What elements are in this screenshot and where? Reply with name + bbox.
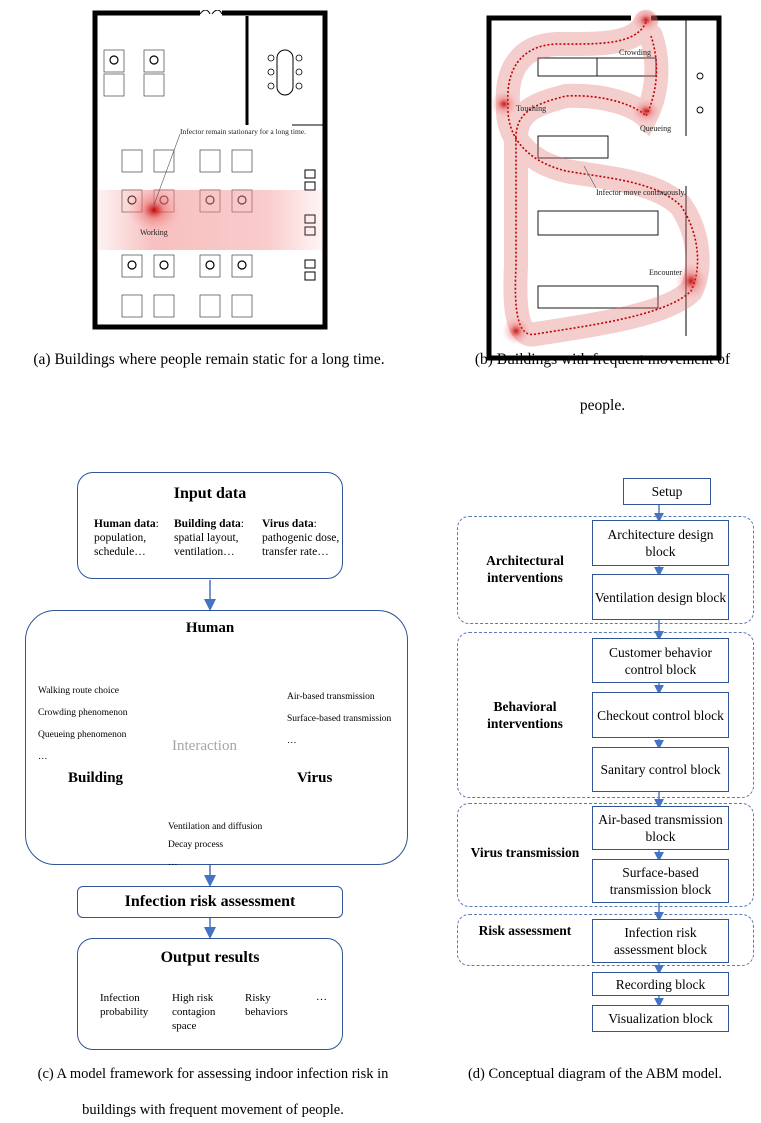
colon: :	[240, 518, 244, 530]
virus-data-body: pathogenic dose, transfer rate…	[262, 532, 340, 558]
note-decay: Decay process	[168, 840, 224, 850]
customer-behavior-block: Customer behavior control block	[592, 638, 729, 683]
behavioral-interventions-label: Behavioral interventions	[487, 699, 563, 731]
office-plan-drawing	[92, 9, 328, 330]
interaction-center-label: Interaction	[172, 738, 237, 754]
note-ventilation: Ventilation and diffusion	[168, 822, 263, 832]
output-title: Output results	[160, 949, 260, 966]
risk-assessment-group	[457, 914, 754, 966]
crowding-label: Crowding	[619, 48, 651, 57]
store-plan-drawing	[486, 8, 722, 361]
right-notes: Air-based transmission Surface-based tra…	[287, 686, 391, 752]
caption-a: (a) Buildings where people remain static…	[33, 351, 385, 368]
colon: :	[155, 518, 159, 530]
infection-risk-assessment-box: Infection risk assessment	[77, 886, 343, 918]
assessment-label: Infection risk assessment	[124, 893, 296, 910]
office-floor-plan: Infector remain stationary for a long ti…	[92, 9, 328, 330]
setup-block: Setup	[623, 478, 711, 505]
note-ellipsis: …	[38, 752, 48, 762]
behavioral-interventions-group	[457, 632, 754, 798]
caption-b-line2: people.	[579, 397, 626, 414]
sanitary-control-block: Sanitary control block	[592, 747, 729, 792]
caption-d: (d) Conceptual diagram of the ABM model.	[467, 1066, 723, 1082]
building-data-body: spatial layout, ventilation…	[174, 532, 239, 558]
queueing-label: Queueing	[640, 124, 672, 133]
architectural-interventions-label: Architectural interventions	[486, 553, 564, 585]
caption-c-line1: (c) A model framework for assessing indo…	[37, 1066, 389, 1082]
note-queueing: Queueing phenomenon	[38, 730, 127, 740]
infection-risk-assessment-block: Infection risk assessment block	[592, 919, 729, 963]
checkout-control-block: Checkout control block	[592, 692, 729, 738]
human-data-body: population, schedule…	[94, 532, 147, 558]
surface-based-transmission-block: Surface-based transmission block	[592, 859, 729, 903]
virus-node: Virus	[297, 770, 333, 786]
input-data-title: Input data	[173, 485, 247, 502]
note-surface-based: Surface-based transmission	[287, 714, 392, 724]
output-ellipsis: …	[316, 991, 327, 1003]
output-results-box: Output results Infection probability Hig…	[77, 938, 343, 1050]
infector-stationary-annotation: Infector remain stationary for a long ti…	[180, 127, 306, 136]
touching-label: Touching	[516, 104, 547, 113]
air-based-transmission-block: Air-based transmission block	[592, 806, 729, 850]
encounter-label: Encounter	[649, 268, 682, 277]
human-data-head: Human data	[94, 518, 156, 530]
architecture-design-block: Architecture design block	[592, 520, 729, 566]
note-walking-route: Walking route choice	[38, 686, 120, 696]
recording-block: Recording block	[592, 972, 729, 996]
store-floor-plan: Crowding Touching Queueing Infector move…	[486, 6, 724, 362]
architectural-interventions-group	[457, 516, 754, 624]
output-infection-probability: Infection probability	[100, 992, 149, 1018]
output-high-risk-space: High risk contagion space	[172, 992, 216, 1032]
note-ellipsis: …	[287, 736, 297, 746]
risk-assessment-label: Risk assessment	[478, 923, 572, 938]
visualization-block: Visualization block	[592, 1005, 729, 1032]
infector-move-annotation: Infector move continuously.	[596, 188, 686, 197]
colon: :	[313, 518, 317, 530]
note-crowding: Crowding phenomenon	[38, 708, 128, 718]
note-air-based: Air-based transmission	[287, 692, 375, 702]
output-risky-behaviors: Risky behaviors	[245, 992, 288, 1018]
left-notes: Walking route choice Crowding phenomenon…	[38, 680, 127, 768]
virus-data-head: Virus data	[262, 518, 314, 530]
interaction-box	[25, 610, 408, 865]
ventilation-design-block: Ventilation design block	[592, 574, 729, 620]
building-data-head: Building data	[174, 518, 241, 530]
bottom-notes: Ventilation and diffusion Decay process …	[168, 818, 262, 872]
building-node: Building	[68, 770, 124, 786]
input-data-box: Input data Human data: population, sched…	[77, 472, 343, 579]
caption-c-line2: buildings with frequent movement of peop…	[82, 1102, 344, 1118]
note-ellipsis: …	[168, 858, 178, 868]
caption-b-line1: (b) Buildings with frequent movement of	[474, 351, 731, 368]
virus-transmission-group	[457, 803, 754, 907]
building-data-cell: Building data: spatial layout, ventilati…	[174, 517, 256, 559]
human-node: Human	[185, 620, 235, 636]
human-data-cell: Human data: population, schedule…	[94, 517, 168, 559]
working-hotspot-label: Working	[140, 228, 168, 237]
virus-data-cell: Virus data: pathogenic dose, transfer ra…	[262, 517, 342, 559]
virus-transmission-label: Virus transmission	[470, 845, 580, 860]
